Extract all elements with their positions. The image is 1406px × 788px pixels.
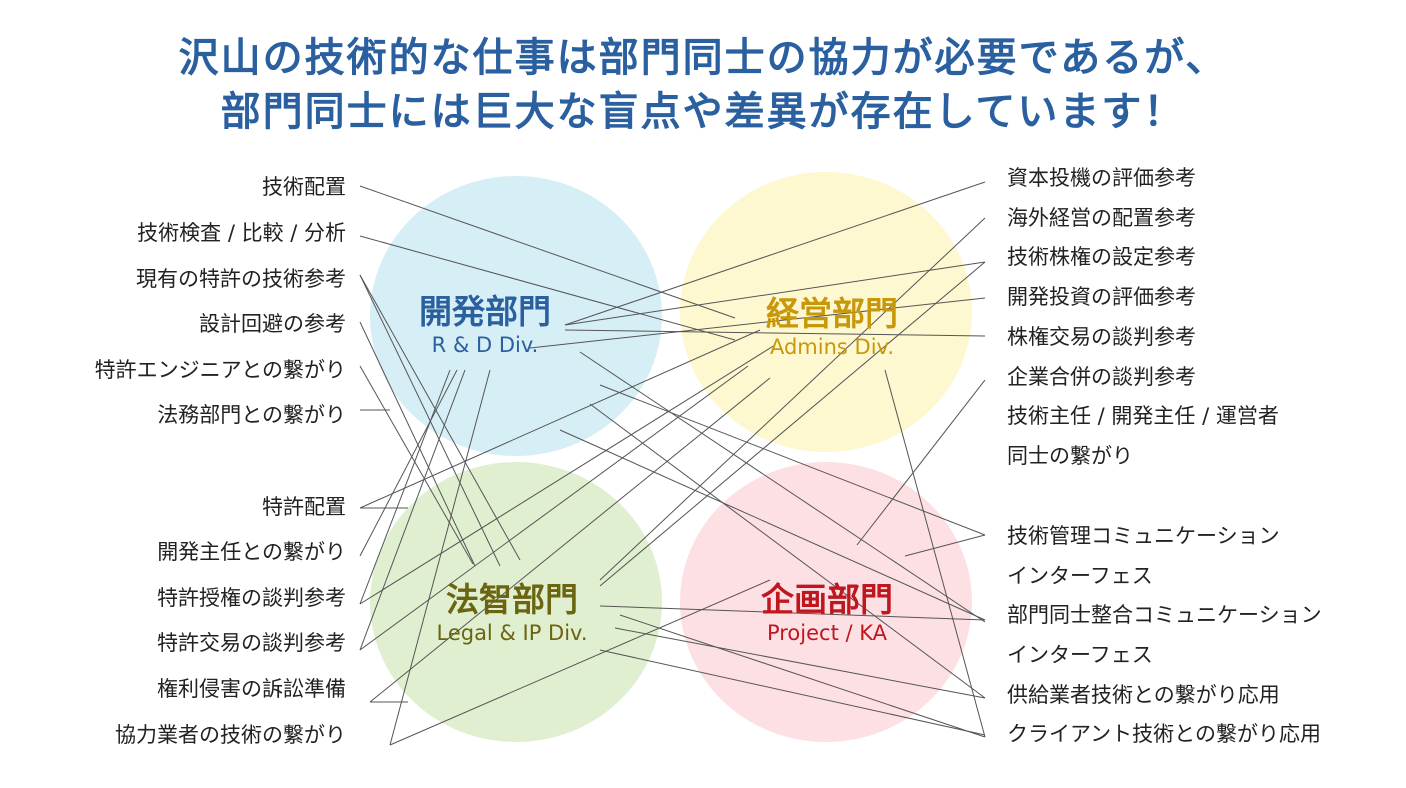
left-item: 特許エンジニアとの繋がり — [94, 358, 346, 382]
right-item: 株権交易の談判参考 — [1007, 325, 1196, 349]
connector-line — [359, 274, 501, 567]
right-item: 開発投資の評価参考 — [1007, 285, 1196, 309]
left-item: 設計回避の参考 — [199, 312, 346, 336]
right-item: クライアント技術との繋がり応用 — [1007, 722, 1321, 746]
connector-line — [614, 627, 986, 699]
connector-line — [589, 403, 986, 699]
left-item: 開発主任との繋がり — [157, 540, 346, 564]
dept-legal-en: Legal & IP Div. — [436, 621, 588, 645]
dept-legal-jp: 法智部門 — [446, 580, 578, 619]
connector-line — [369, 377, 771, 703]
connector-line — [359, 329, 761, 509]
connector-line — [359, 365, 749, 651]
connector-line — [359, 185, 736, 319]
right-item: 資本投機の評価参考 — [1007, 166, 1196, 190]
right-item: 企業合併の談判参考 — [1007, 365, 1196, 389]
dept-admin-jp: 経営部門 — [766, 294, 898, 333]
title-line-2: 部門同士には巨大な盲点や差異が存在しています！ — [220, 89, 1186, 135]
right-item: インターフェス — [1007, 564, 1153, 588]
dept-legal: 法智部門 Legal & IP Div. — [412, 580, 612, 646]
right-item: 部門同士整合コミュニケーション — [1007, 603, 1322, 627]
connector-line — [359, 369, 458, 557]
dept-admin-en: Admins Div. — [769, 335, 895, 359]
connector-line — [564, 181, 986, 326]
connector-line — [564, 329, 986, 337]
project-circle — [680, 462, 972, 742]
connector-line — [359, 369, 466, 651]
connector-line — [856, 379, 986, 546]
rd-circle — [370, 176, 662, 456]
left-item: 特許配置 — [262, 495, 346, 519]
left-item: 協力業者の技術の繋がり — [115, 723, 346, 747]
admin-circle — [680, 172, 972, 452]
left-item: 現有の特許の技術参考 — [136, 267, 346, 291]
dept-rd-en: R & D Div. — [431, 333, 539, 357]
left-item: 特許授権の談判参考 — [157, 586, 346, 610]
dept-project-jp: 企画部門 — [761, 580, 893, 619]
left-item: 特許交易の談判参考 — [157, 631, 346, 655]
left-item: 技術検査 / 比較 / 分析 — [137, 221, 346, 245]
connector-line — [359, 235, 736, 341]
connector-line — [619, 614, 986, 738]
right-item: 同士の繋がり — [1007, 444, 1133, 468]
right-item: 技術株権の設定参考 — [1007, 245, 1196, 269]
dept-project: 企画部門 Project / KA — [727, 580, 927, 646]
connector-line — [359, 274, 521, 561]
connector-line — [359, 321, 476, 567]
connector-line — [884, 369, 986, 738]
dept-admin: 経営部門 Admins Div. — [732, 294, 932, 360]
left-item: 法務部門との繋がり — [157, 403, 346, 427]
dept-project-en: Project / KA — [766, 621, 888, 645]
right-item: インターフェス — [1007, 643, 1153, 667]
left-item: 技術配置 — [262, 175, 346, 199]
legal-circle — [370, 462, 662, 742]
connector-line — [389, 369, 491, 746]
connector-line — [359, 344, 776, 605]
connector-line — [599, 649, 986, 736]
connector-line — [359, 369, 451, 605]
connector-line — [389, 579, 771, 746]
left-item: 権利侵害の訴訟準備 — [157, 677, 346, 701]
title-line-1: 沢山の技術的な仕事は部門同士の協力が必要であるが、 — [178, 35, 1228, 81]
right-item: 技術管理コミュニケーション — [1007, 524, 1280, 548]
connector-line — [904, 534, 986, 557]
connector-line — [599, 384, 986, 536]
connector-line — [564, 261, 986, 326]
right-item: 供給業者技術との繋がり応用 — [1007, 683, 1280, 707]
dept-rd-jp: 開発部門 — [419, 292, 551, 331]
connector-line — [599, 217, 986, 581]
connector-line — [599, 261, 986, 587]
dept-rd: 開発部門 R & D Div. — [385, 292, 585, 358]
right-item: 海外経営の配置参考 — [1007, 206, 1196, 230]
connector-line — [559, 429, 986, 621]
right-item: 技術主任 / 開発主任 / 運営者 — [1007, 404, 1279, 428]
connector-line — [529, 297, 986, 349]
connector-line — [599, 605, 986, 621]
connector-line — [359, 365, 474, 565]
connector-line — [579, 351, 986, 623]
